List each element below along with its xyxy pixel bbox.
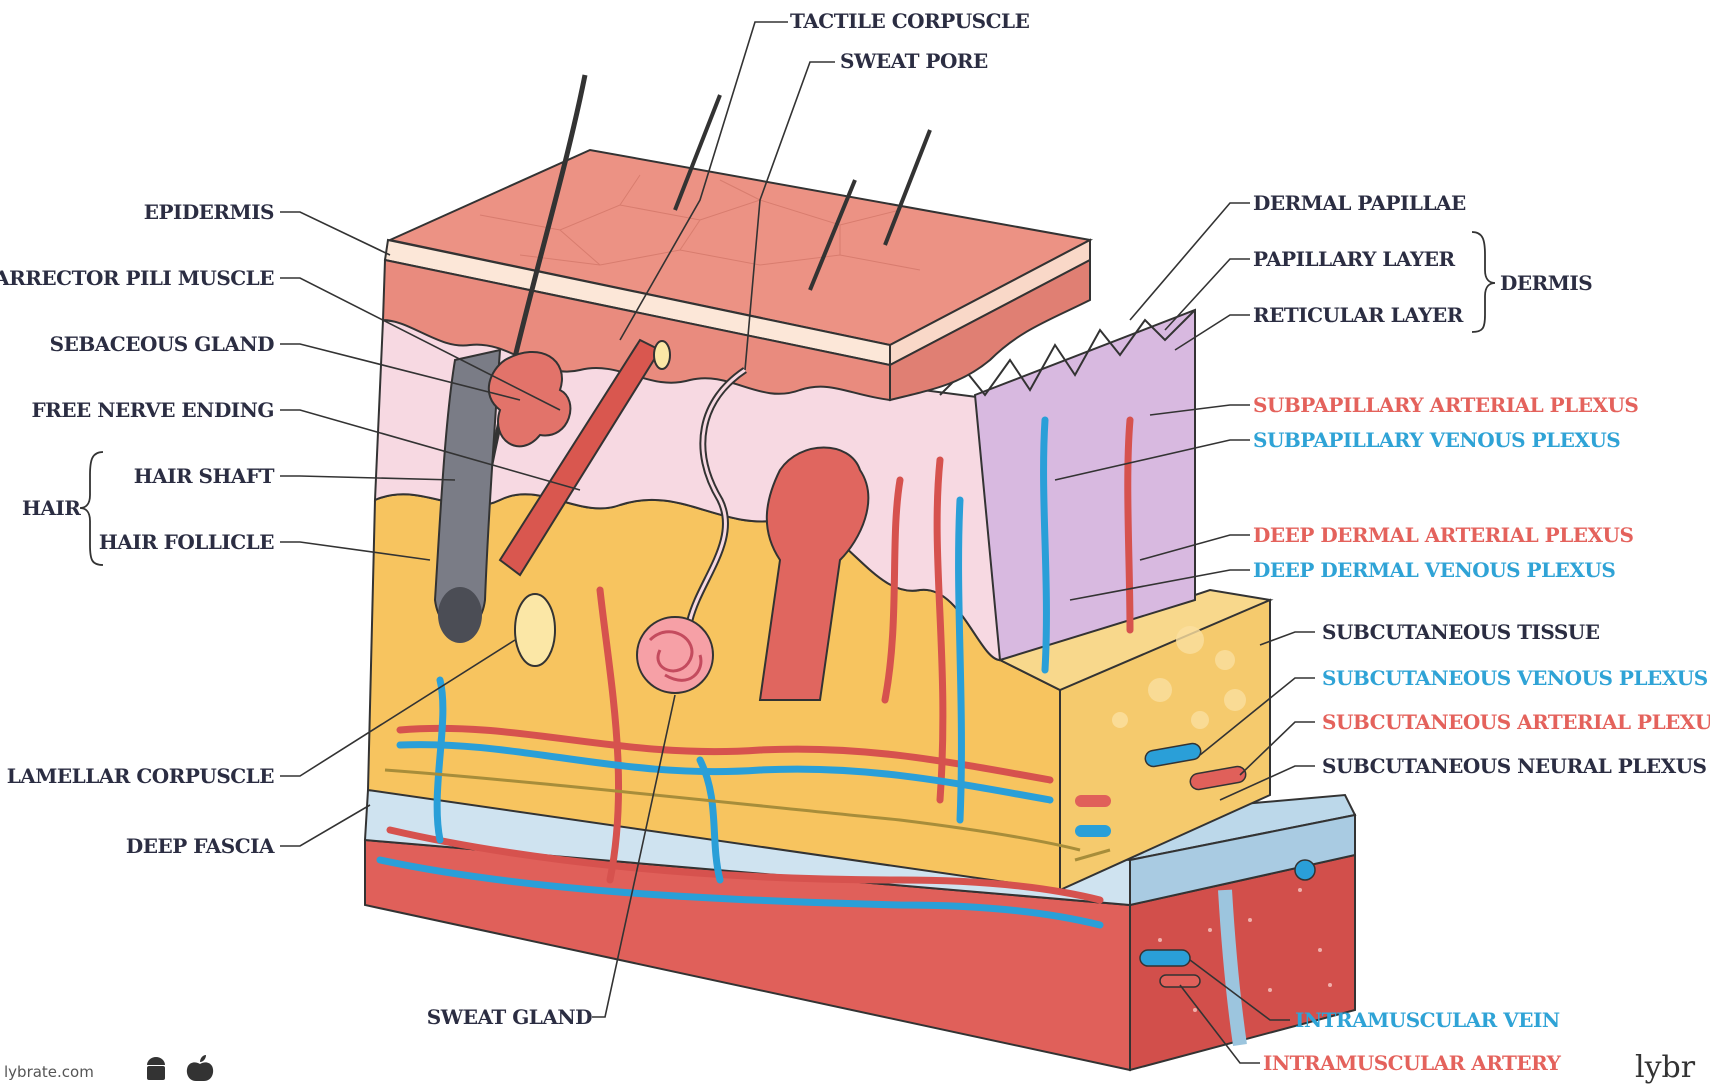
apple-icon: [187, 1055, 213, 1081]
label-reticular-layer: RETICULAR LAYER: [1253, 304, 1463, 326]
label-hair-shaft: HAIR SHAFT: [134, 465, 274, 487]
label-subpapillary-venous-plexus: SUBPAPILLARY VENOUS PLEXUS: [1253, 429, 1620, 451]
label-free-nerve-ending: FREE NERVE ENDING: [31, 399, 274, 421]
footer-website: lybrate.com: [4, 1063, 94, 1081]
hair-bulb: [438, 587, 482, 643]
label-subcutaneous-venous-plexus: SUBCUTANEOUS VENOUS PLEXUS: [1322, 667, 1708, 689]
label-arrector-pili-muscle: ARRECTOR PILI MUSCLE: [0, 267, 274, 289]
label-intramuscular-vein: INTRAMUSCULAR VEIN: [1295, 1009, 1560, 1031]
tactile-corpuscle-shape: [654, 341, 670, 369]
label-sebaceous-gland: SEBACEOUS GLAND: [50, 333, 274, 355]
label-sweat-pore: SWEAT PORE: [840, 50, 988, 72]
label-hair-follicle: HAIR FOLLICLE: [99, 531, 274, 553]
label-papillary-layer: PAPILLARY LAYER: [1253, 248, 1455, 270]
dermis-bracket: [1472, 232, 1495, 332]
label-dermis: DERMIS: [1500, 272, 1592, 294]
lamellar-corpuscle-shape: [515, 594, 555, 666]
label-lamellar-corpuscle: LAMELLAR CORPUSCLE: [7, 765, 274, 787]
label-subcutaneous-tissue: SUBCUTANEOUS TISSUE: [1322, 621, 1600, 643]
label-deep-dermal-arterial-plexus: DEEP DERMAL ARTERIAL PLEXUS: [1253, 524, 1633, 546]
sebaceous-gland-shape: [489, 352, 571, 446]
sweat-gland-coil: [637, 617, 713, 693]
android-icon: [147, 1057, 165, 1080]
label-epidermis: EPIDERMIS: [144, 201, 274, 223]
label-hair: HAIR: [22, 497, 80, 519]
label-dermal-papillae: DERMAL PAPILLAE: [1253, 192, 1466, 214]
label-sweat-gland: SWEAT GLAND: [427, 1006, 592, 1028]
label-subcutaneous-arterial-plexus: SUBCUTANEOUS ARTERIAL PLEXUS: [1322, 711, 1710, 733]
label-subpapillary-arterial-plexus: SUBPAPILLARY ARTERIAL PLEXUS: [1253, 394, 1638, 416]
label-subcutaneous-neural-plexus: SUBCUTANEOUS NEURAL PLEXUS: [1322, 755, 1707, 777]
label-deep-dermal-venous-plexus: DEEP DERMAL VENOUS PLEXUS: [1253, 559, 1615, 581]
label-tactile-corpuscle: TACTILE CORPUSCLE: [790, 10, 1029, 32]
label-deep-fascia: DEEP FASCIA: [126, 835, 274, 857]
label-intramuscular-artery: INTRAMUSCULAR ARTERY: [1263, 1052, 1560, 1074]
brand-logo: lybr: [1635, 1050, 1695, 1085]
